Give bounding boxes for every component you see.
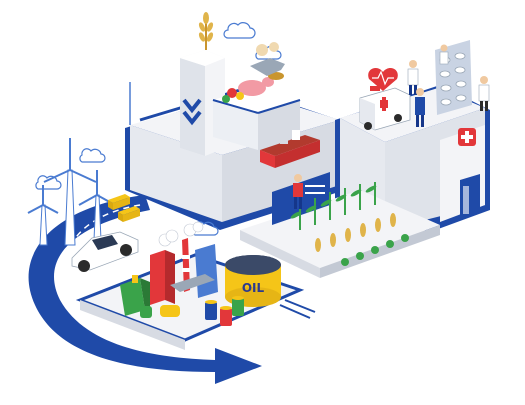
pipe-lines xyxy=(279,299,316,319)
wheat-icon xyxy=(198,12,214,50)
truck-icon xyxy=(108,194,140,222)
oil-tank: OIL xyxy=(225,255,281,307)
cargo-ship-icon xyxy=(260,130,320,168)
oil-label: OIL xyxy=(242,281,265,295)
storage-tower xyxy=(180,50,225,156)
medicine-blister-icon xyxy=(435,40,472,115)
car-icon xyxy=(71,231,139,272)
oil-barrel-icon xyxy=(140,296,244,326)
factory-icon xyxy=(120,221,218,316)
blue-road-arrow xyxy=(28,195,263,384)
hospital-door xyxy=(460,174,480,218)
doctor-icon xyxy=(407,44,490,127)
farmer-icon xyxy=(293,174,325,209)
ambulance-icon xyxy=(359,86,411,131)
hospital-cross-icon xyxy=(458,128,476,146)
crop-field-icon xyxy=(290,182,409,266)
food-produce-icon xyxy=(222,42,285,103)
heart-icon xyxy=(368,68,398,91)
